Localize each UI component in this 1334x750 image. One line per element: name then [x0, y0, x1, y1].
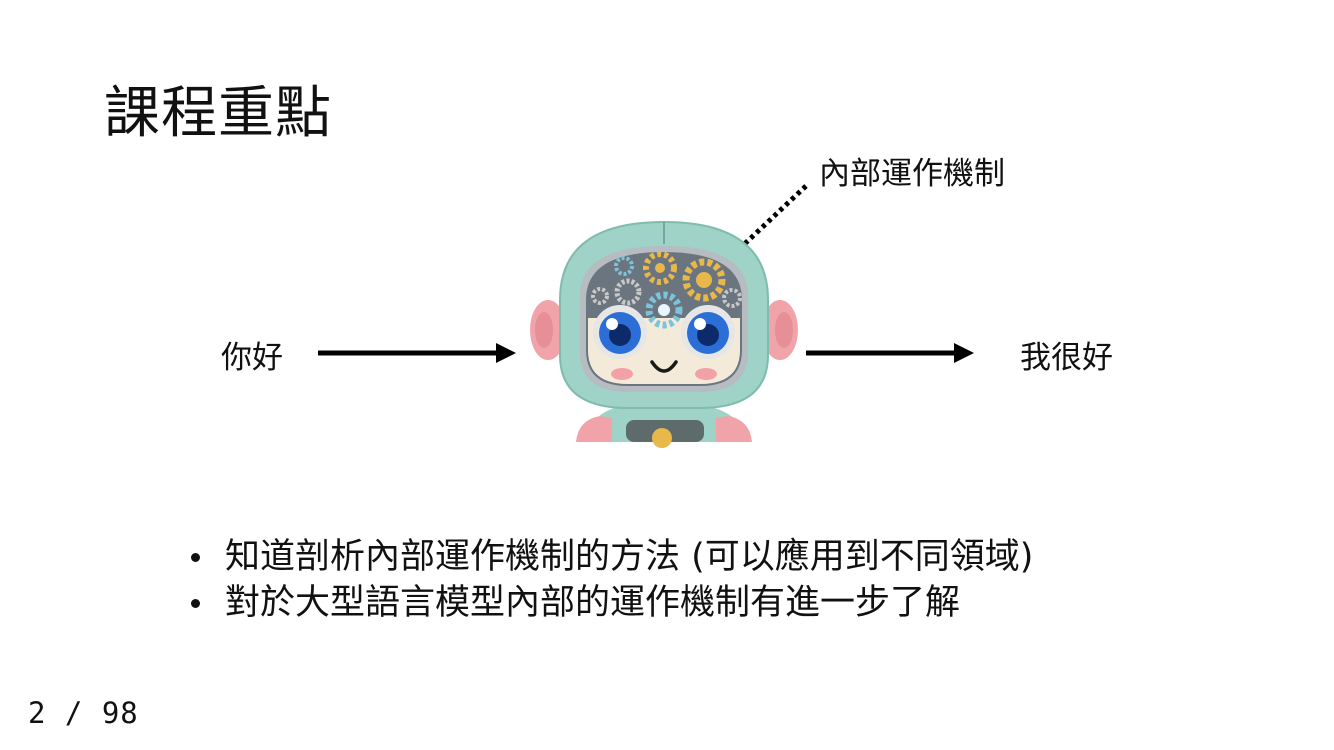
bullet-list: 知道剖析內部運作機制的方法 (可以應用到不同領域) 對於大型語言模型內部的運作機…	[188, 534, 1033, 626]
slide-title: 課程重點	[104, 81, 332, 146]
robot-illustration	[530, 220, 798, 448]
input-arrow-icon	[318, 343, 516, 363]
bullet-text: 知道剖析內部運作機制的方法 (可以應用到不同領域)	[225, 537, 1034, 577]
output-arrow-icon	[806, 343, 974, 363]
input-text: 你好	[221, 340, 283, 376]
mechanism-label: 內部運作機制	[819, 156, 1005, 192]
bullet-item: 知道剖析內部運作機制的方法 (可以應用到不同領域)	[188, 534, 1033, 580]
bullet-dot	[191, 552, 200, 562]
bullet-dot	[191, 598, 200, 608]
output-text: 我很好	[1020, 340, 1113, 376]
page-indicator: 2 / 98	[28, 696, 139, 730]
bullet-text: 對於大型語言模型內部的運作機制有進一步了解	[225, 583, 961, 623]
bullet-item: 對於大型語言模型內部的運作機制有進一步了解	[188, 580, 1033, 626]
gear-icon	[591, 251, 742, 329]
